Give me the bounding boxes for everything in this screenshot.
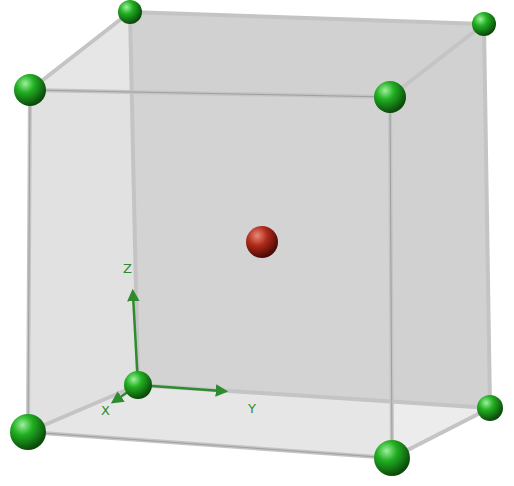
front-face <box>28 90 392 458</box>
corner-atom <box>14 74 46 106</box>
corner-atom <box>374 440 410 476</box>
corner-atom <box>118 0 142 24</box>
corner-atom <box>472 12 496 36</box>
atoms <box>10 0 503 476</box>
axis-label: Z <box>123 262 132 275</box>
center-atom <box>246 226 278 258</box>
corner-atom <box>477 395 503 421</box>
corner-atom <box>10 414 46 450</box>
axis-label: Y <box>248 402 256 415</box>
corner-atom <box>124 371 152 399</box>
cube-faces <box>28 12 490 458</box>
corner-atom <box>374 81 406 113</box>
axes <box>116 295 222 400</box>
cube-edges <box>28 12 490 458</box>
axis-label: X <box>101 404 110 417</box>
